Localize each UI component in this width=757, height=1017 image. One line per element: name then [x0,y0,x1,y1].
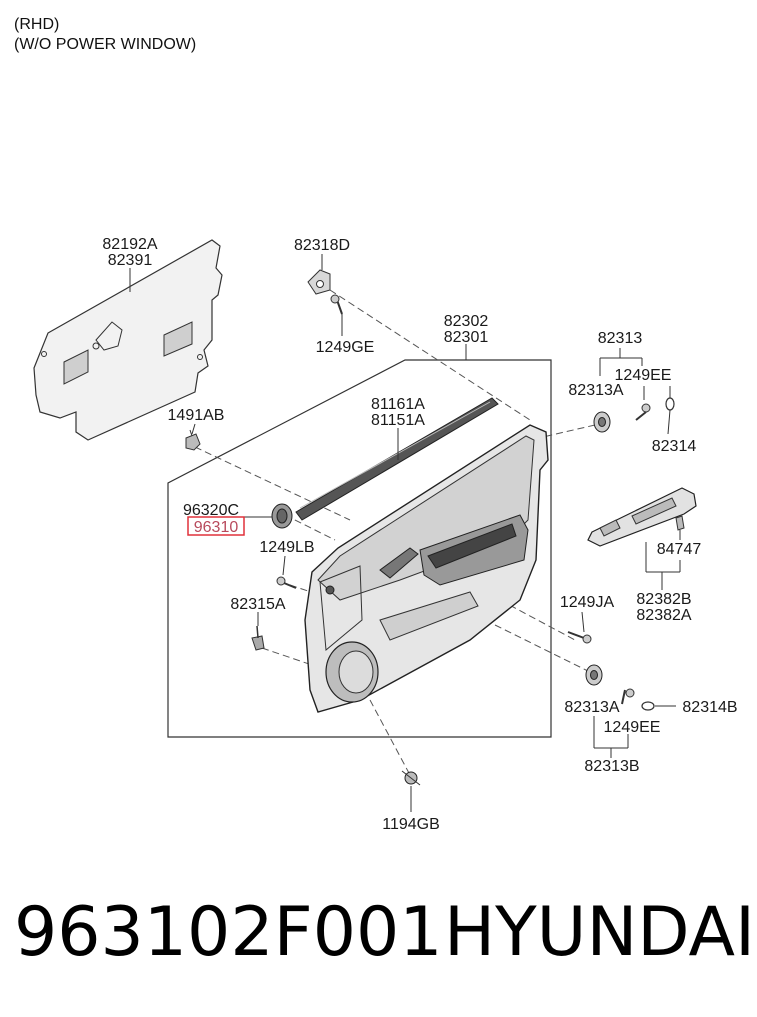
label-82315a: 82315A [230,596,285,613]
screw-1249ee-bottom [621,688,635,705]
clip-1491ab [185,429,201,451]
speaker-grille-96310 [244,503,293,529]
label-82314: 82314 [652,438,697,455]
clip-82314 [665,397,675,411]
pull-handle-82382 [587,487,697,547]
screw-1249ee-top [635,403,651,421]
pad-hole-3 [41,351,47,357]
clip-84747 [675,515,685,531]
part-number: 963102F001 [14,893,443,972]
label-82192a: 82192A [102,236,157,253]
pad-opening-right [163,321,193,357]
label-1249ee-top: 1249EE [615,367,672,384]
label-82313b: 82313B [584,758,639,775]
label-82318d: 82318D [294,237,350,254]
label-96310: 96310 [194,519,239,536]
door-pocket [379,591,479,641]
highlight-box-96310 [187,516,245,536]
label-leaders [129,254,671,633]
inner-handle [379,547,419,579]
label-96320c: 96320C [183,502,239,519]
assembly-frame [167,359,552,738]
label-82313a-bottom: 82313A [564,699,619,716]
door-trim-panel [304,424,549,713]
grommet-82313a-top [593,411,611,433]
label-82302: 82302 [444,313,489,330]
weatherstrip-highlight [299,401,491,509]
variant-note-window: (W/O POWER WINDOW) [14,36,197,53]
screw-1249ge [330,294,343,315]
label-81161a: 81161A [371,396,425,413]
screw-1249ja [567,631,592,644]
label-1249ja: 1249JA [560,594,615,611]
insulation-pad [33,239,223,441]
clip-82315a [251,625,265,651]
grommet-82313a-bottom [585,664,603,686]
label-81151a: 81151A [371,412,425,429]
pad-hole [92,342,100,350]
group-bracket-82313b [593,716,629,758]
label-82382b: 82382B [636,591,691,608]
weatherstrip-81161a [295,397,499,521]
variant-note-rhd: (RHD) [14,16,60,33]
label-1491ab: 1491AB [168,407,225,424]
clip-82314b [641,701,655,711]
pad-hole-2 [197,354,203,360]
bolt-1194gb [401,770,421,812]
brand-name: HYUNDAI [444,893,756,972]
pad-opening-left [63,349,89,385]
label-82314b: 82314B [682,699,737,716]
label-82313-top: 82313 [598,330,643,347]
bracket-82318d [307,269,331,295]
label-1249lb: 1249LB [259,539,314,556]
label-82313a-top: 82313A [568,382,623,399]
label-84747: 84747 [657,541,702,558]
label-1249ge: 1249GE [316,339,375,356]
label-1194gb: 1194GB [382,816,440,833]
screw-1249lb [276,576,297,589]
label-82382a: 82382A [636,607,691,624]
group-bracket-82313 [599,348,671,400]
pad-cutout [95,321,123,351]
group-bracket-82382 [645,530,681,590]
exploded-door-trim-diagram: 82192A 82391 82318D 1249GE 82302 82301 8… [33,236,738,833]
label-1249ee-bottom: 1249EE [604,719,661,736]
label-82301: 82301 [444,329,489,346]
label-82391: 82391 [108,252,153,269]
